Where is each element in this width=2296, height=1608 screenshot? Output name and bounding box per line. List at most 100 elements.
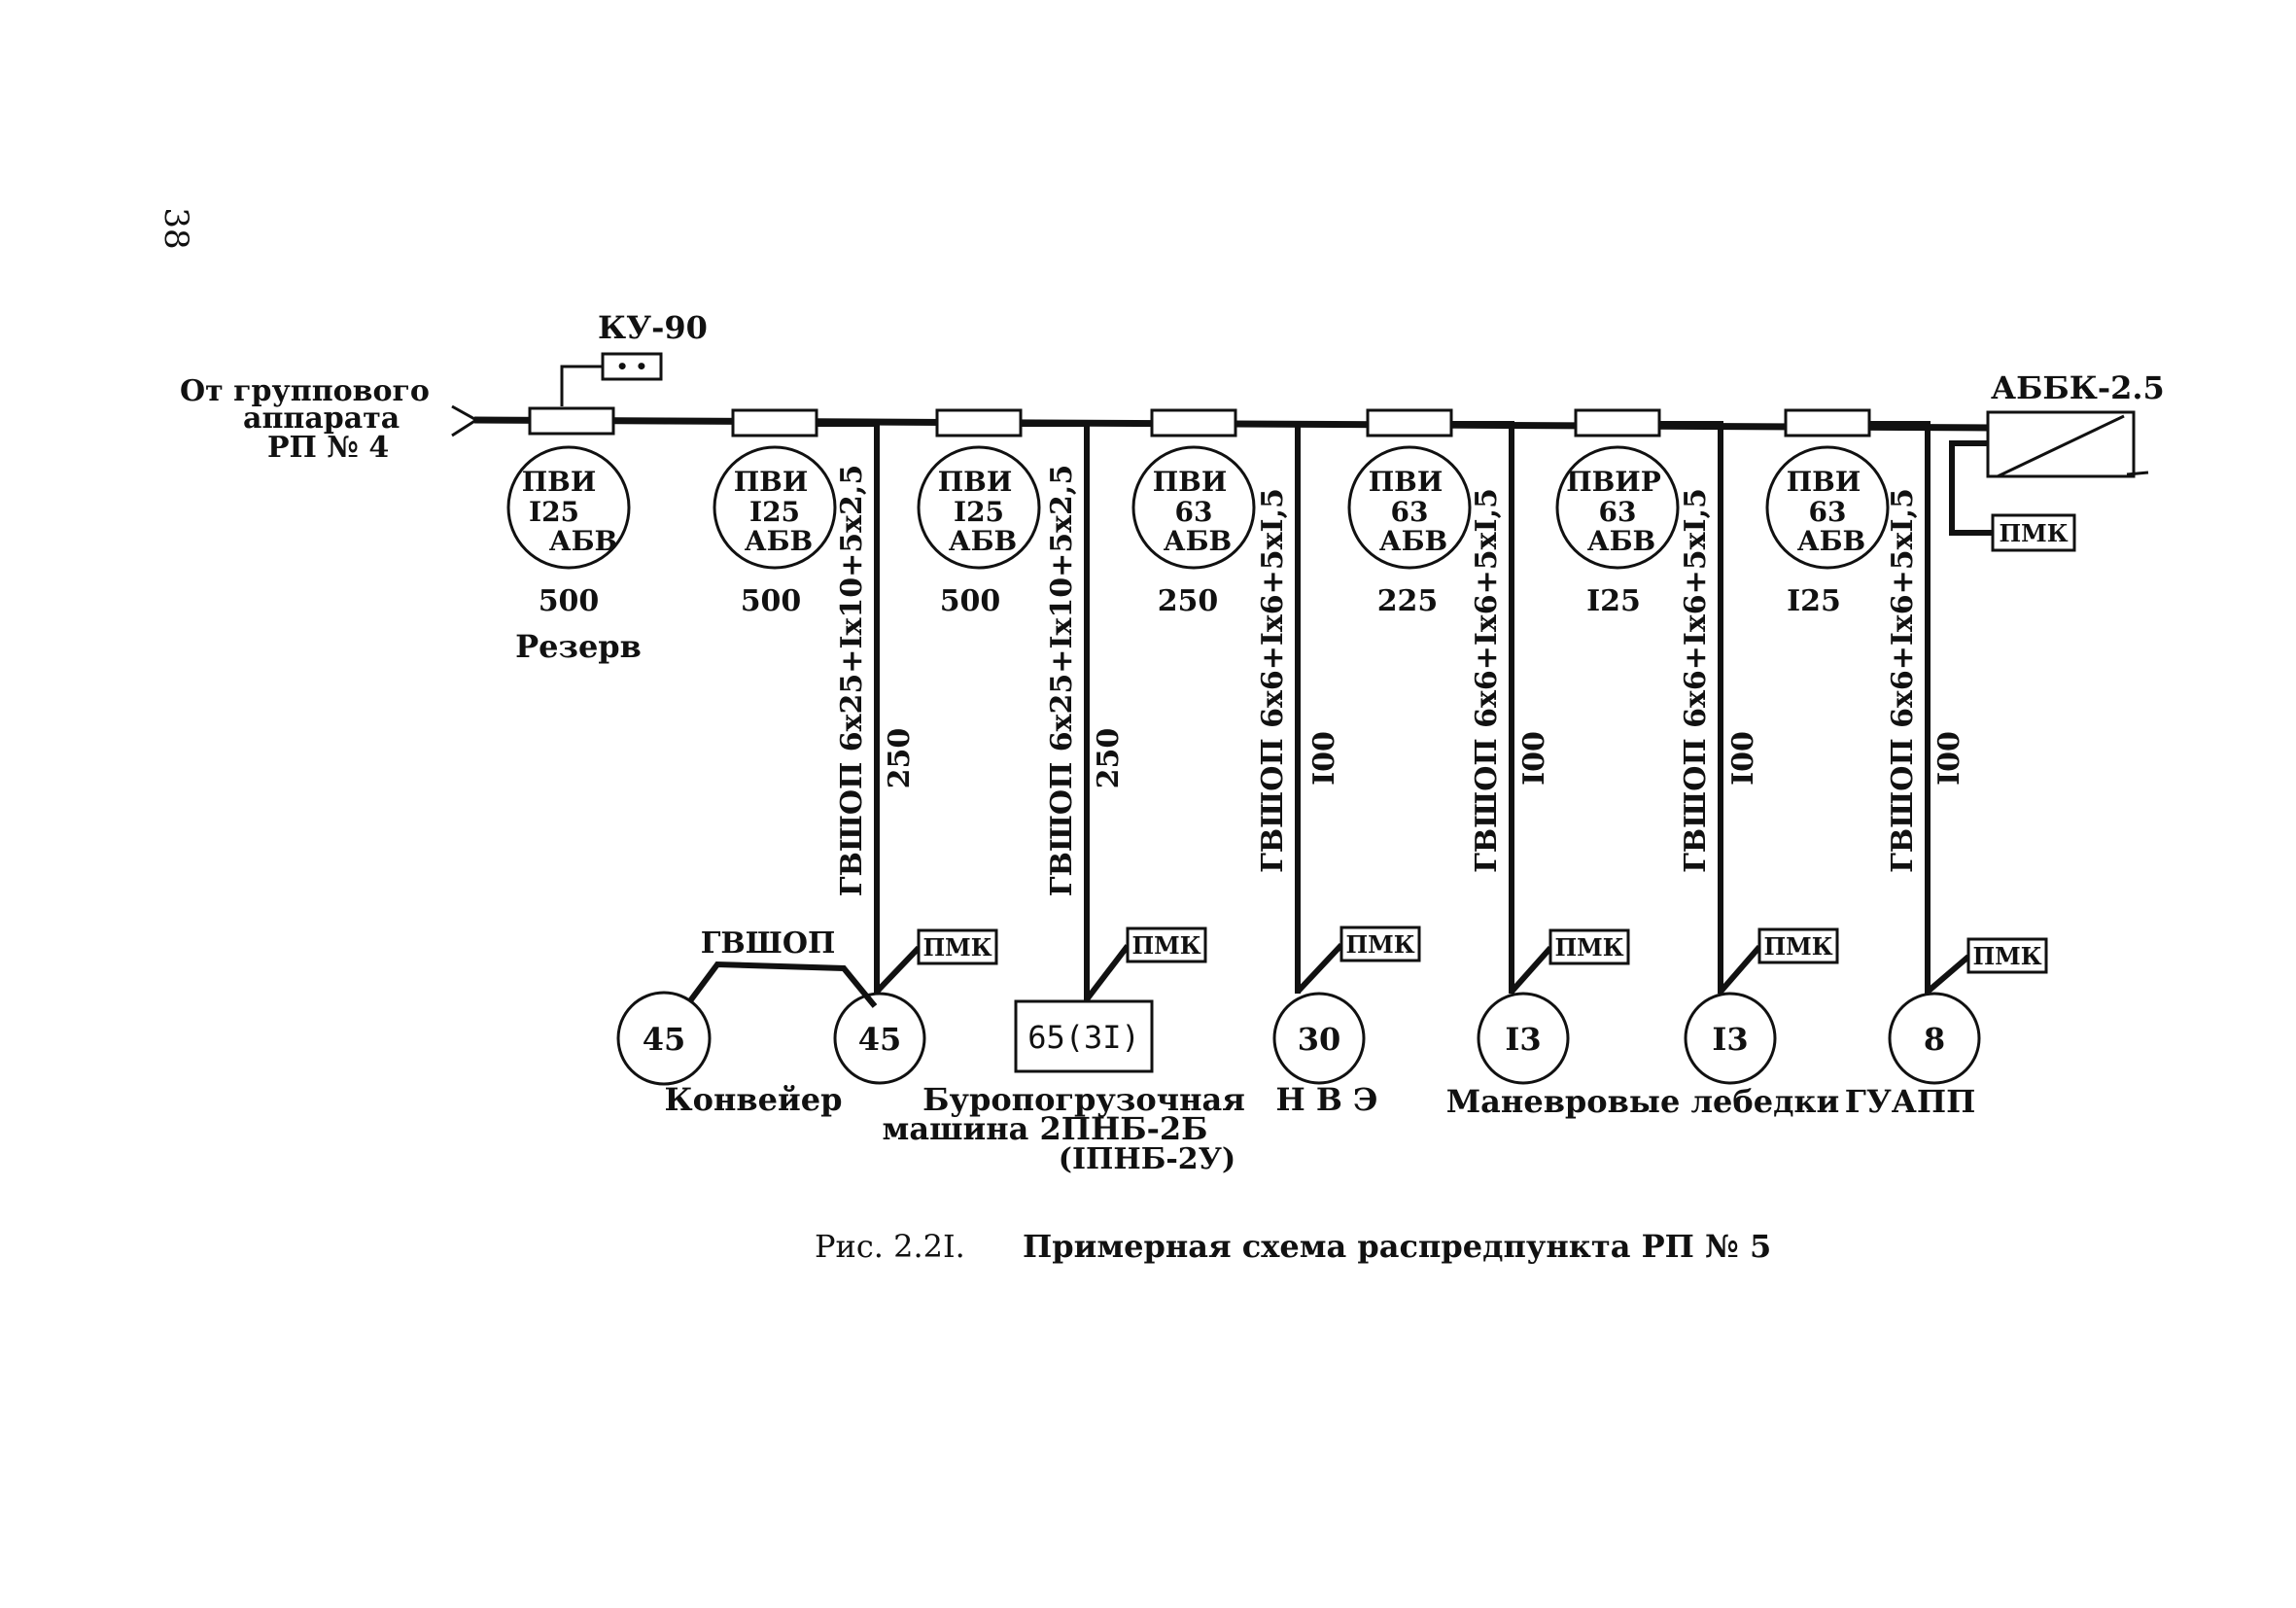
abbk-pmk-link	[1949, 440, 1993, 536]
pmk-link	[1718, 945, 1762, 994]
breaker-rating-label: 63	[1391, 496, 1429, 528]
load-label: I3	[1505, 1021, 1541, 1058]
reserve-breaker: ПВИ I25 АБВ 500 Резерв	[506, 406, 642, 665]
abbk-label: АББК-2.5	[1991, 369, 2165, 406]
breaker-rating-label: I25	[749, 496, 800, 528]
ku90-device: КУ-90 • •	[560, 309, 708, 406]
breaker-rating-label: 63	[1599, 496, 1637, 528]
feeder-cable-line	[1869, 421, 1931, 994]
breaker-unit-label: АБВ	[1379, 525, 1447, 557]
pmk-link	[874, 945, 922, 995]
feeder-fuse	[1366, 408, 1453, 437]
ku90-label: КУ-90	[598, 309, 708, 346]
breaker-circle	[1765, 445, 1890, 570]
pmk-label: ПМК	[1131, 931, 1200, 960]
conveyor-link-label: ГВШОП	[701, 926, 836, 961]
group-conveyor: Конвейер	[665, 1081, 843, 1118]
group-winches: Маневровые лебедки	[1446, 1083, 1840, 1120]
load-motor-circle	[1477, 992, 1570, 1085]
cable-spec-label: ГВШОП 6х6+Iх6+5хI,5	[1256, 488, 1290, 873]
reserve-breaker-fuse	[528, 406, 615, 436]
feeder-cable-line	[817, 421, 880, 994]
load-motor-circle	[833, 992, 926, 1085]
load-label: I3	[1712, 1021, 1748, 1058]
breaker-setting: I25	[1586, 584, 1641, 618]
group-loader-line2: машина 2ПНБ-2Б	[883, 1110, 1208, 1147]
breaker-type-label: ПВИ	[1787, 466, 1861, 498]
group-loader-line1: Буропогрузочная	[922, 1081, 1245, 1118]
pmk-box	[1339, 926, 1421, 962]
figure-caption: Рис. 2.2I. Примерная схема распредпункта…	[815, 1228, 1771, 1265]
load-label: 8	[1924, 1021, 1945, 1058]
breaker-unit-label: АБВ	[1164, 525, 1232, 557]
abbk-tail	[2126, 471, 2149, 476]
source-label-line3: РП № 4	[267, 431, 389, 465]
breaker-type-label: ПВИ	[734, 466, 809, 498]
feeder-cable-line	[1235, 421, 1301, 994]
cable-length-label: I00	[1726, 731, 1760, 786]
feeder-fuse	[731, 408, 818, 437]
breaker-setting: 250	[1158, 584, 1219, 618]
reserve-breaker-line3: АБВ	[549, 525, 617, 557]
breaker-type-label: ПВИР	[1566, 466, 1661, 498]
group-guapp: ГУАПП	[1845, 1083, 1976, 1120]
load-label: 45	[858, 1021, 902, 1058]
breaker-circle	[917, 445, 1041, 570]
pmk-label: ПМК	[1554, 933, 1623, 961]
source-label-line1: От группового	[180, 374, 430, 408]
breaker-unit-label: АБВ	[1587, 525, 1655, 557]
feeder-cable-line	[1451, 421, 1514, 994]
pmk-link	[1509, 946, 1553, 994]
reserve-breaker-setting: 500	[539, 584, 600, 618]
reserve-breaker-line1: ПВИ	[522, 466, 597, 498]
reserve-note: Резерв	[515, 628, 642, 665]
pmk-label: ПМК	[922, 933, 991, 961]
conveyor-extra: ГВШОП 45	[616, 926, 878, 1086]
page-number: 38	[157, 207, 195, 249]
ku90-contacts: • •	[616, 355, 648, 378]
reserve-breaker-circle	[506, 445, 631, 570]
cable-length-label: 250	[883, 728, 917, 789]
breaker-rating-label: 63	[1809, 496, 1847, 528]
feeder-fuse	[935, 408, 1023, 437]
pmk-box	[917, 928, 998, 965]
source-label-line2: аппарата	[243, 402, 400, 436]
abbk-diagonal	[1997, 414, 2125, 478]
pmk-box	[1126, 926, 1207, 963]
group-loader-line3: (IПНБ-2У)	[1059, 1142, 1235, 1176]
pmk-box	[1757, 927, 1839, 964]
pmk-label: ПМК	[1763, 932, 1832, 961]
feeder-fuse	[1574, 408, 1661, 437]
cable-spec-label: ГВШОП 6х25+Iх10+5х2,5	[1045, 465, 1079, 896]
conveyor-link-cable	[678, 961, 878, 1016]
pmk-link	[1295, 942, 1344, 995]
load-motor-circle	[1684, 992, 1777, 1085]
breaker-circle	[1347, 445, 1472, 570]
incoming-cable-end	[451, 404, 479, 437]
breaker-unit-label: АБВ	[949, 525, 1017, 557]
cable-spec-label: ГВШОП 6х6+Iх6+5хI,5	[1679, 488, 1713, 873]
pmk-box	[1548, 928, 1630, 965]
breaker-circle	[1131, 445, 1256, 570]
feeder-fuse	[1784, 408, 1871, 437]
breaker-unit-label: АБВ	[1797, 525, 1865, 557]
load-motor-circle	[1272, 992, 1366, 1085]
breaker-type-label: ПВИ	[1369, 466, 1444, 498]
cable-spec-label: ГВШОП 6х25+Iх10+5х2,5	[835, 465, 869, 896]
breaker-rating-label: 63	[1175, 496, 1213, 528]
cable-length-label: I00	[1517, 731, 1551, 786]
conveyor-extra-motor-label: 45	[643, 1021, 686, 1058]
breaker-setting: I25	[1787, 584, 1841, 618]
feeder-cable-line	[1021, 421, 1090, 1001]
ku90-link	[560, 365, 603, 406]
load-label: 65(3I)	[1027, 1019, 1140, 1056]
reserve-breaker-line2: I25	[529, 496, 579, 528]
source-label: От группового аппарата РП № 4	[180, 374, 430, 465]
